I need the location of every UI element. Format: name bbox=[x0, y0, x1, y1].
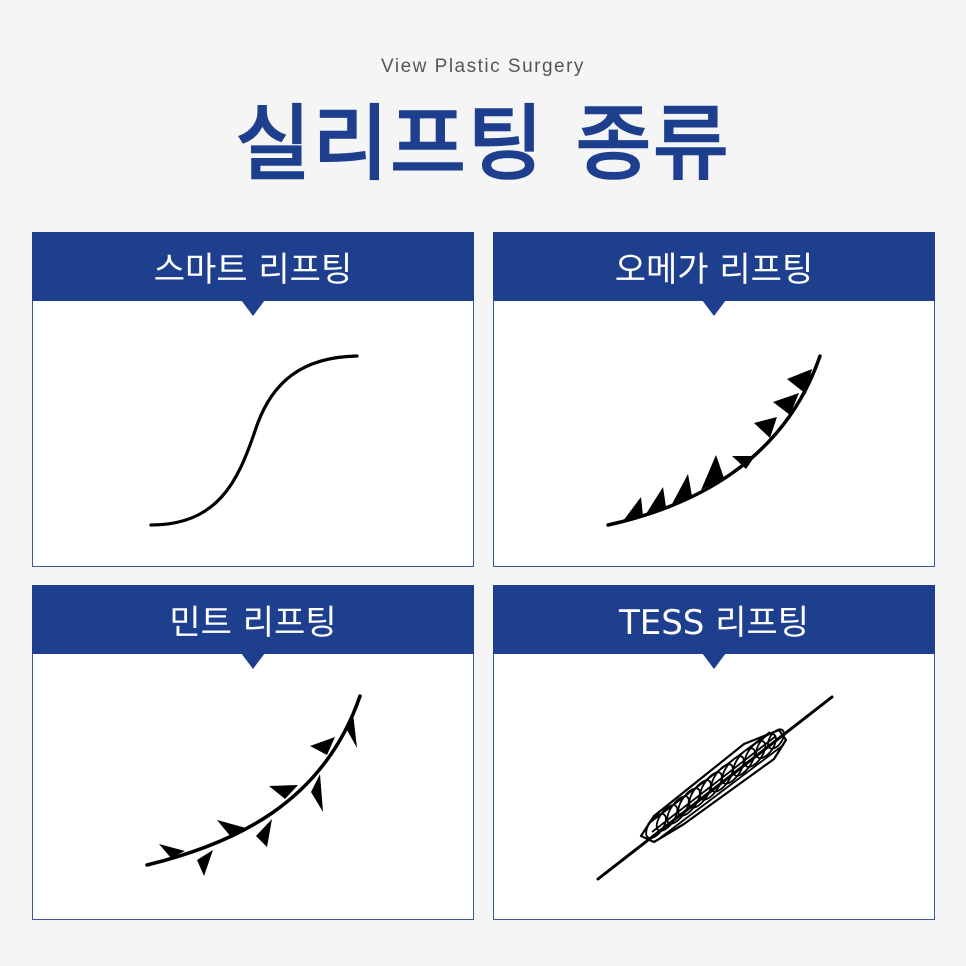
card-title: 오메가 리프팅 bbox=[614, 250, 814, 290]
card-smart-lifting: 스마트 리프팅 bbox=[32, 232, 474, 567]
pointer-triangle-icon bbox=[241, 300, 265, 316]
pointer-triangle-icon bbox=[702, 653, 726, 669]
pointer-triangle-icon bbox=[702, 300, 726, 316]
pointer-triangle-icon bbox=[241, 653, 265, 669]
card-omega-lifting: 오메가 리프팅 bbox=[493, 232, 935, 567]
card-header: TESS 리프팅 bbox=[493, 585, 935, 654]
card-header: 오메가 리프팅 bbox=[493, 232, 935, 301]
bidirectional-barb-thread-icon bbox=[145, 694, 362, 876]
card-header: 스마트 리프팅 bbox=[32, 232, 474, 301]
card-title: TESS 리프팅 bbox=[618, 603, 810, 643]
card-header: 민트 리프팅 bbox=[32, 585, 474, 654]
page-title: 실리프팅 종류 bbox=[235, 97, 731, 192]
card-tess-lifting: TESS 리프팅 bbox=[493, 585, 935, 920]
card-title: 스마트 리프팅 bbox=[153, 250, 353, 290]
smooth-s-curve-thread-icon bbox=[149, 354, 359, 527]
mesh-cog-thread-icon bbox=[596, 695, 834, 881]
card-mint-lifting: 민트 리프팅 bbox=[32, 585, 474, 920]
barbed-omega-thread-icon bbox=[606, 354, 822, 527]
card-title: 민트 리프팅 bbox=[169, 603, 337, 643]
subtitle: View Plastic Surgery bbox=[381, 56, 585, 77]
